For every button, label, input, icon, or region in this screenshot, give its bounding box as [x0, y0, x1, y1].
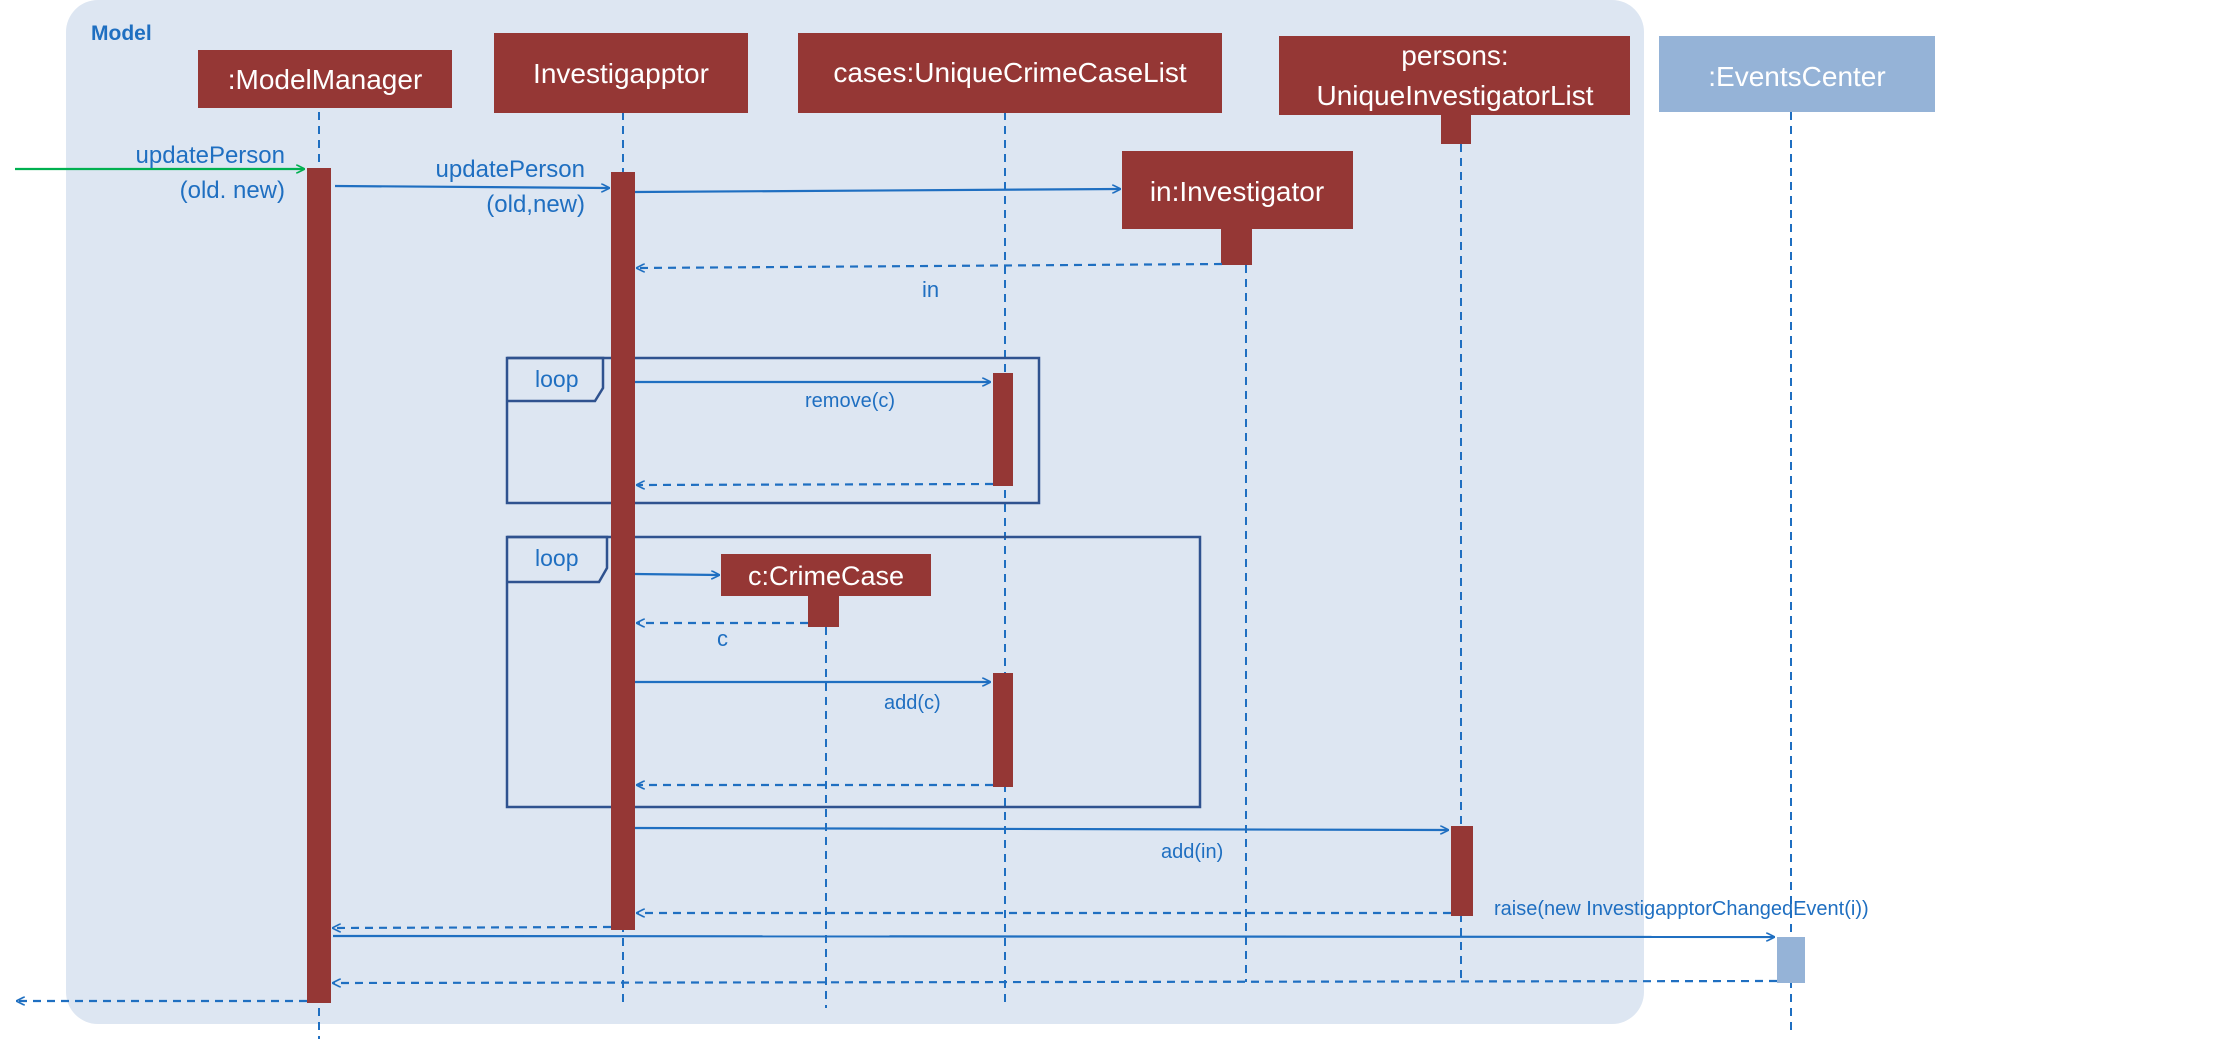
participant-crime-case-label: c:CrimeCase [748, 561, 904, 591]
participant-investigapptor [494, 33, 748, 113]
label-add-c: add(c) [884, 692, 941, 714]
participant-cases-label: cases:UniqueCrimeCaseList [833, 57, 1186, 88]
participant-crime-case [721, 554, 931, 596]
label-remove-c: remove(c) [805, 390, 895, 412]
arrow-raise-event [332, 936, 1774, 937]
label-update-person-1b: (old. new) [180, 177, 285, 204]
activation-persons-add [1451, 826, 1473, 916]
label-add-in: add(in) [1161, 841, 1223, 863]
return-update-person-to-model-manager [333, 927, 612, 928]
participant-persons-label-line1: persons: [1401, 40, 1508, 71]
activation-investigapptor [611, 172, 635, 930]
activation-events-center [1777, 937, 1805, 983]
arrow-add-in [634, 828, 1448, 830]
participant-crime-case-stub [808, 595, 839, 627]
return-remove [637, 484, 994, 485]
arrow-create-crime-case [634, 574, 719, 575]
loop-fragment-1: loop [505, 356, 1041, 505]
participant-persons-label-line2: UniqueInvestigatorList [1316, 80, 1593, 111]
label-update-person-1a: updatePerson [136, 142, 285, 169]
arrow-update-person-to-investigapptor [334, 186, 609, 188]
participant-investigapptor-label: Investigapptor [533, 58, 709, 89]
participant-cases [798, 33, 1222, 113]
model-frame [66, 0, 1644, 1024]
label-update-person-2b: (old,new) [486, 191, 585, 218]
label-raise-event: raise(new InvestigapptorChangedEvent(i)) [1494, 898, 1869, 920]
activation-cases-remove [993, 373, 1013, 486]
loop-fragment-2: loop [505, 535, 1202, 809]
activation-cases-add [993, 673, 1013, 787]
label-return-c: c [717, 626, 728, 651]
participant-in-investigator-stub [1221, 228, 1252, 265]
participant-persons-stub [1441, 113, 1471, 144]
label-return-in: in [922, 277, 939, 302]
participant-in-investigator-label: in:Investigator [1150, 176, 1324, 207]
participant-persons [1279, 36, 1630, 115]
activation-model-manager [307, 168, 331, 1003]
participant-model-manager [198, 50, 452, 108]
participant-model-manager-label: :ModelManager [228, 64, 423, 95]
return-raise-event [333, 981, 1778, 983]
participant-events-center-label: :EventsCenter [1708, 61, 1885, 92]
participant-in-investigator [1122, 151, 1353, 229]
participant-events-center [1659, 36, 1935, 112]
loop-2-label: loop [535, 545, 578, 571]
loop-1-label: loop [535, 366, 578, 392]
arrow-create-in-investigator [634, 189, 1120, 192]
model-frame-label: Model [91, 22, 152, 45]
label-update-person-2a: updatePerson [436, 156, 585, 183]
